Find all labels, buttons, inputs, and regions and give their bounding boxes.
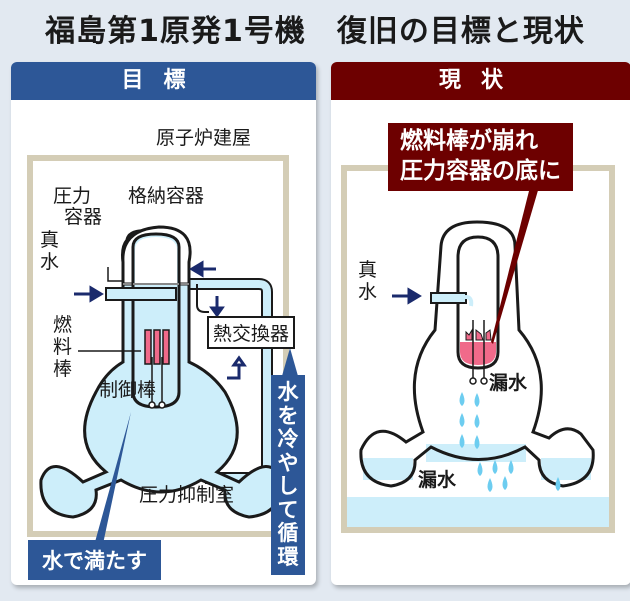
water-drop bbox=[477, 462, 483, 476]
fuel-rod-label: 燃 料 棒 bbox=[53, 314, 73, 381]
water-drop bbox=[474, 435, 480, 449]
leak-label-upper: 漏水 bbox=[489, 372, 528, 394]
pressure-vessel-label-line1: 圧力 bbox=[53, 185, 92, 207]
heat-exchanger-label: 熱交換器 bbox=[207, 316, 296, 349]
fuel-collapse-callout: 燃料棒が崩れ 圧力容器の底に bbox=[388, 123, 573, 191]
fuel-rod-label-char: 棒 bbox=[53, 357, 73, 380]
water-drop bbox=[474, 414, 480, 428]
suppression-water-left bbox=[363, 458, 413, 480]
circulate-callout-pointer bbox=[282, 348, 298, 376]
pressure-vessel-label-line2: 容器 bbox=[64, 206, 103, 228]
fresh-water-label-char: 水 bbox=[40, 250, 60, 273]
fresh-water-arrow-icon bbox=[74, 285, 104, 303]
fuel-fragment-2 bbox=[475, 328, 484, 341]
status-panel-header: 現状 bbox=[331, 62, 630, 100]
return-arrow-icon bbox=[189, 260, 216, 278]
goal-panel-header: 目標 bbox=[11, 62, 316, 100]
water-drop bbox=[555, 477, 561, 491]
reactor-building-label: 原子炉建屋 bbox=[156, 127, 252, 149]
water-drop bbox=[508, 460, 514, 474]
inlet-pipe bbox=[430, 292, 467, 304]
fresh-water-label-char: 真 bbox=[358, 259, 378, 281]
fuel-callout-pointer bbox=[491, 187, 539, 344]
fill-with-water-callout: 水で満たす bbox=[28, 540, 161, 580]
suppression-chamber-label: 圧力抑制室 bbox=[139, 484, 235, 506]
fuel-fragment-1 bbox=[465, 328, 473, 341]
melted-fuel bbox=[460, 342, 496, 365]
fuel-fragment-3 bbox=[485, 329, 492, 341]
fuel-rod-3 bbox=[162, 329, 170, 365]
water-drop bbox=[459, 434, 465, 448]
fresh-water-label: 真 水 bbox=[358, 259, 378, 304]
water-drop bbox=[487, 478, 493, 492]
leak-label-lower: 漏水 bbox=[418, 469, 457, 491]
water-drop bbox=[502, 476, 508, 490]
outlet-pipe bbox=[196, 284, 209, 313]
control-rod-label: 制御棒 bbox=[99, 379, 157, 401]
fuel-collapse-callout-line1: 燃料棒が崩れ bbox=[400, 128, 538, 154]
down-arrow-icon bbox=[209, 296, 225, 318]
fresh-water-arrow-icon bbox=[392, 287, 422, 305]
fuel-rod-2 bbox=[153, 329, 161, 365]
goal-panel: 目標 bbox=[11, 62, 316, 585]
water-drop bbox=[459, 392, 465, 406]
fresh-water-label: 真 水 bbox=[40, 229, 60, 274]
water-drop bbox=[459, 413, 465, 427]
inlet-pipe bbox=[105, 287, 177, 301]
fresh-water-label-char: 真 bbox=[40, 229, 60, 251]
goal-reactor-diagram bbox=[27, 155, 298, 544]
water-drop bbox=[492, 460, 498, 474]
fuel-rod-1 bbox=[144, 329, 152, 365]
status-panel: 現状 bbox=[331, 62, 630, 585]
containment-vessel-label: 格納容器 bbox=[128, 185, 205, 207]
fresh-water-label-char: 水 bbox=[358, 280, 378, 303]
building-flood-water bbox=[347, 497, 609, 527]
water-spray bbox=[460, 295, 474, 307]
water-drop bbox=[474, 393, 480, 407]
cool-and-circulate-callout: 水を冷やして循環 bbox=[271, 375, 305, 576]
cool-and-circulate-text: 水を冷やして循環 bbox=[277, 380, 299, 569]
fill-callout-pointer bbox=[95, 412, 131, 544]
leak-drops bbox=[459, 392, 561, 492]
fuel-collapse-callout-line2: 圧力容器の底に bbox=[400, 157, 561, 184]
suppression-water-right bbox=[541, 458, 591, 480]
fuel-rod-label-char: 燃 bbox=[53, 314, 73, 336]
up-arrow-icon bbox=[227, 355, 247, 380]
fuel-rod-label-char: 料 bbox=[53, 335, 73, 358]
page-title: 福島第1原発1号機 復旧の目標と現状 bbox=[45, 14, 585, 49]
